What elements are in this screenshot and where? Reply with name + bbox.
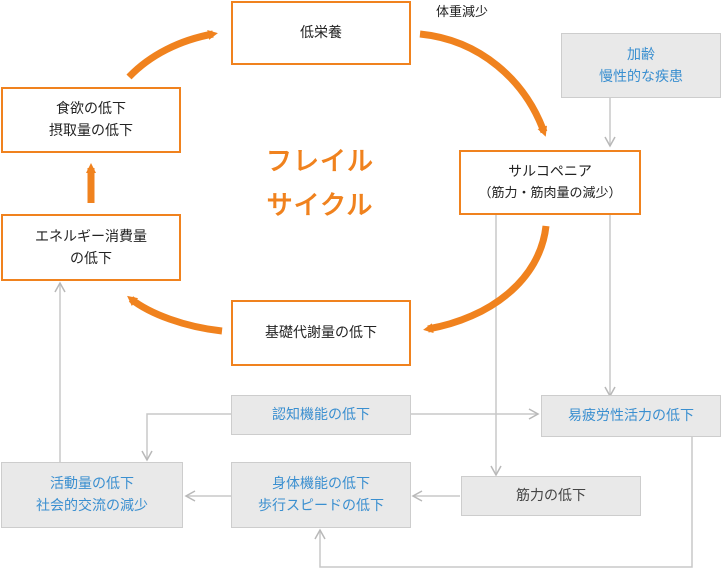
fatigue-box: 易疲労性活力の低下 xyxy=(541,395,721,437)
sarcopenia-line1: サルコペニア xyxy=(508,163,592,180)
fatigue-label: 易疲労性活力の低下 xyxy=(568,408,694,424)
arrow-cognitive-to-activity xyxy=(141,413,231,462)
appetite-line1: 食欲の低下 xyxy=(56,101,126,117)
cognitive-label: 認知機能の低下 xyxy=(272,407,370,423)
arrow-sarcopenia-to-basal xyxy=(423,225,550,334)
frailty-cycle-title: フレイル サイクル xyxy=(240,140,400,228)
aging-line2: 慢性的な疾患 xyxy=(599,68,683,85)
cognitive-box: 認知機能の低下 xyxy=(231,395,411,435)
basal-metabolism-box: 基礎代謝量の低下 xyxy=(231,300,411,366)
basal-metabolism-label: 基礎代謝量の低下 xyxy=(265,325,377,341)
aging-box: 加齢 慢性的な疾患 xyxy=(561,33,721,98)
arrow-basal-to-energy xyxy=(127,295,223,335)
energy-line1: エネルギー消費量 xyxy=(35,228,147,245)
activity-box: 活動量の低下 社会的交流の減少 xyxy=(1,462,183,528)
muscle-box: 筋力の低下 xyxy=(461,476,641,516)
muscle-label: 筋力の低下 xyxy=(516,488,586,504)
arrow-appetite-to-low-nutrition xyxy=(126,29,218,80)
energy-line2: の低下 xyxy=(70,250,112,267)
physical-line1: 身体機能の低下 xyxy=(272,476,370,492)
activity-line1: 活動量の低下 xyxy=(50,476,134,492)
title-line1: フレイル xyxy=(265,147,374,177)
low-nutrition-box: 低栄養 xyxy=(231,1,411,65)
energy-box: エネルギー消費量 の低下 xyxy=(1,214,181,281)
low-nutrition-label: 低栄養 xyxy=(300,25,342,41)
sarcopenia-line2: （筋力・筋肉量の減少） xyxy=(478,185,622,201)
sarcopenia-box: サルコペニア （筋力・筋肉量の減少） xyxy=(459,150,641,215)
activity-line2: 社会的交流の減少 xyxy=(36,498,148,514)
arrow-low-nutrition-to-sarcopenia xyxy=(419,30,548,137)
arrow-fatigue-to-physical xyxy=(314,437,693,568)
title-line2: サイクル xyxy=(266,191,374,221)
weight-loss-label: 体重減少 xyxy=(436,5,489,20)
appetite-line2: 摂取量の低下 xyxy=(49,123,133,139)
aging-line1: 加齢 xyxy=(627,46,655,63)
physical-line2: 歩行スピードの低下 xyxy=(258,498,384,514)
physical-box: 身体機能の低下 歩行スピードの低下 xyxy=(231,462,411,528)
appetite-box: 食欲の低下 摂取量の低下 xyxy=(1,87,181,153)
